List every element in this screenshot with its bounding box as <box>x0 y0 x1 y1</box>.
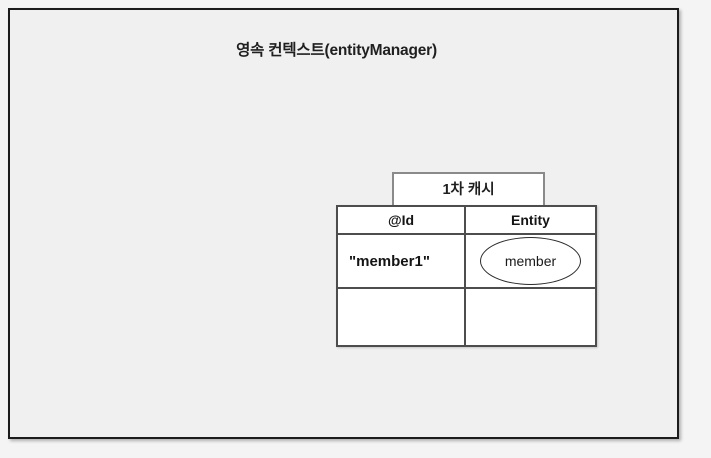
entity-ellipse-label: member <box>504 253 557 269</box>
first-level-cache-label-box: 1차 캐시 <box>392 172 545 206</box>
table-row: "member1" member <box>338 235 595 289</box>
cell-id: "member1" <box>338 235 466 287</box>
table-row-empty <box>338 289 595 345</box>
entity-ellipse: member <box>480 237 581 285</box>
diagram-title: 영속 컨텍스트(entityManager) <box>10 38 677 60</box>
first-level-cache-label: 1차 캐시 <box>442 181 495 198</box>
cell-entity: member <box>466 235 595 287</box>
column-header-entity: Entity <box>511 212 550 228</box>
table-header-row: @Id Entity <box>338 207 595 235</box>
diagram-title-text: 영속 컨텍스트(entityManager) <box>236 42 437 59</box>
cell-entity-empty <box>466 289 595 345</box>
first-level-cache-table: @Id Entity "member1" member <box>336 205 597 347</box>
column-header-id: @Id <box>338 207 466 233</box>
cell-id-empty <box>338 289 466 345</box>
cell-id-value: "member1" <box>349 252 430 270</box>
